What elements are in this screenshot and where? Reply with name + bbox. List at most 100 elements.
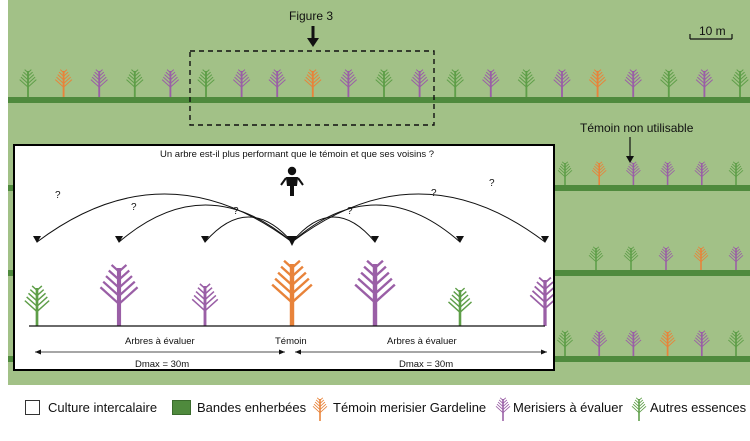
question-mark: ?: [431, 188, 437, 199]
row-tree-autre: [728, 330, 744, 356]
bandes-enherbees-swatch: [172, 400, 191, 415]
row-tree-merisier: [626, 161, 641, 185]
witness-arrowhead: [287, 236, 297, 246]
row-tree-merisier: [591, 330, 608, 356]
legend-merisier-tree: [495, 397, 511, 421]
row-tree-temoin: [693, 246, 709, 270]
arc-arrowhead: [33, 236, 41, 243]
row-tree-temoin: [304, 69, 322, 97]
legend-autre-tree: [631, 397, 647, 421]
inset-tree-merisier: [191, 283, 219, 326]
arc-arrowhead: [201, 236, 209, 243]
figure3-dashed-frame: [189, 50, 435, 126]
row-tree-temoin: [659, 330, 676, 356]
question-mark: ?: [233, 206, 239, 217]
row-tree-merisier: [339, 69, 358, 97]
arc-arrowhead: [456, 236, 464, 243]
label-dmax-left: Dmax = 30m: [135, 359, 190, 370]
inset-trees: [24, 259, 553, 326]
comparison-arcs: [33, 193, 549, 246]
arc-arrowhead: [371, 236, 379, 243]
inset-tree-temoin: [271, 259, 313, 326]
legend-culture-label: Culture intercalaire: [48, 400, 158, 415]
row-tree-merisier: [695, 69, 714, 97]
row-tree-autre: [197, 69, 215, 97]
legend-temoin-tree: [312, 397, 328, 421]
label-arbres-a-evaluer-left: Arbres à évaluer: [125, 336, 195, 347]
inset-tree-merisier: [354, 259, 396, 326]
label-dmax-right: Dmax = 30m: [399, 359, 454, 370]
figure-3-label: Figure 3: [289, 9, 334, 23]
row-tree-autre: [728, 161, 744, 185]
comparison-arc: [291, 193, 546, 243]
row-tree-temoin: [588, 69, 607, 97]
legend-temoin-label: Témoin merisier Gardeline: [333, 400, 487, 415]
arc-arrowhead: [541, 236, 549, 243]
row-tree-merisier: [232, 69, 251, 97]
question-mark: ?: [55, 190, 61, 201]
label-arbres-a-evaluer-right: Arbres à évaluer: [387, 336, 457, 347]
temoin-non-utilisable-arrow-icon: [626, 137, 634, 163]
inset-tree-autre: [24, 285, 50, 326]
row-tree-merisier: [728, 246, 744, 270]
legend-merisiers-label: Merisiers à évaluer: [513, 400, 623, 415]
row-tree-merisier: [90, 69, 108, 97]
arc-arrowhead: [115, 236, 123, 243]
culture-intercalaire-swatch: [25, 400, 40, 415]
label-temoin: Témoin: [275, 336, 307, 347]
row-tree-autre: [375, 69, 393, 97]
scale-label: 10 m: [699, 24, 726, 38]
figure3-arrow-icon: [307, 26, 319, 47]
legend-autres-label: Autres essences: [650, 400, 747, 415]
comparison-arc: [36, 193, 293, 243]
scale-bar: [689, 34, 733, 40]
legend: Culture intercalaire Bandes enherbées Té…: [0, 388, 750, 428]
row-tree-merisier: [161, 69, 180, 97]
comparison-arc: [118, 204, 293, 243]
inset-tree-merisier: [99, 264, 139, 326]
row-tree-merisier: [625, 330, 642, 356]
comparison-arc: [291, 216, 376, 243]
merisier-tree-icon: [495, 397, 511, 421]
row-tree-autre: [517, 69, 536, 97]
temoin-tree-icon: [312, 397, 328, 421]
row-tree-merisier: [268, 69, 286, 97]
row-tree-merisier: [693, 330, 710, 356]
row-tree-autre: [623, 246, 639, 270]
dmax-arrows: [35, 349, 547, 355]
inset-tree-merisier: [529, 276, 553, 326]
row-tree-autre: [588, 246, 604, 270]
row-tree-merisier: [694, 161, 710, 185]
grass-band: [8, 97, 750, 103]
comparison-arc: [204, 216, 293, 243]
row-tree-merisier: [482, 69, 500, 97]
row-tree-merisier: [658, 246, 674, 270]
row-tree-autre: [557, 161, 573, 185]
question-mark: ?: [131, 202, 137, 213]
question-mark: ?: [347, 206, 353, 217]
row-trees: [19, 69, 749, 356]
row-tree-merisier: [410, 69, 429, 97]
row-tree-autre: [126, 69, 144, 97]
row-tree-temoin: [591, 161, 607, 185]
comparison-arc: [291, 204, 461, 243]
inset-question: Un arbre est-il plus performant que le t…: [160, 149, 435, 160]
inset-drawing: ??????: [24, 166, 553, 355]
row-tree-merisier: [624, 69, 642, 97]
row-tree-autre: [446, 69, 464, 97]
row-tree-autre: [660, 69, 678, 97]
inset-tree-autre: [448, 287, 472, 326]
row-tree-merisier: [660, 161, 675, 185]
row-tree-autre: [557, 330, 573, 356]
question-mark: ?: [489, 178, 495, 189]
autre-tree-icon: [631, 397, 647, 421]
row-tree-merisier: [553, 69, 571, 97]
legend-bandes-label: Bandes enherbées: [197, 400, 307, 415]
inset-panel: ?????? Un arbre est-il plus performant q…: [13, 144, 555, 371]
temoin-non-utilisable-label: Témoin non utilisable: [580, 121, 694, 135]
question-marks: ??????: [55, 178, 495, 217]
row-tree-autre: [731, 69, 749, 97]
row-tree-temoin: [54, 69, 73, 97]
row-tree-autre: [19, 69, 37, 97]
